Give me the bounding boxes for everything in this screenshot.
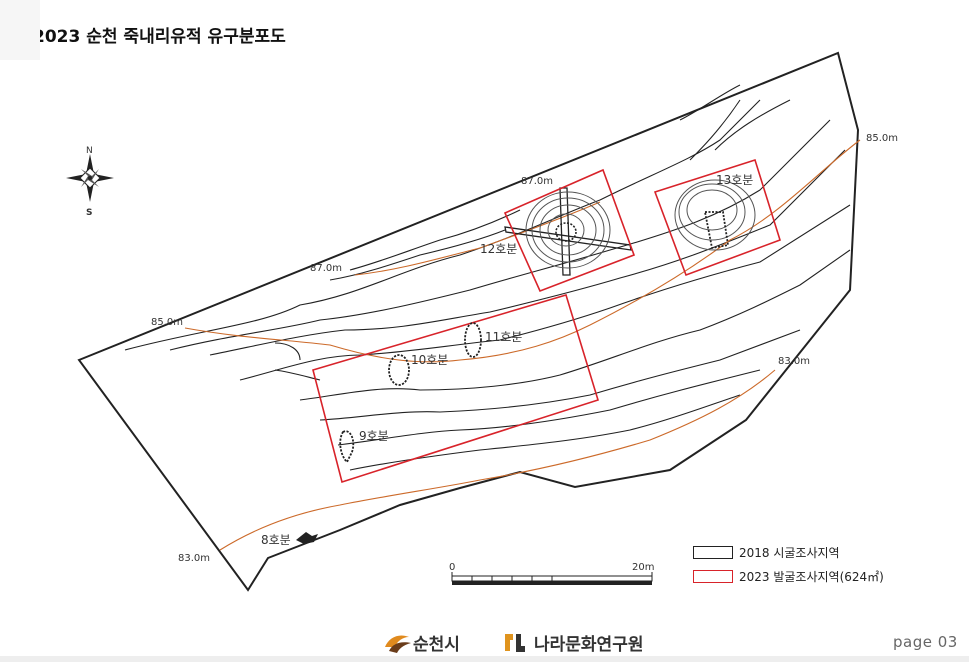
institute-logo-text: 나라문화연구원 [534, 635, 644, 655]
footer-bar [0, 656, 969, 662]
feature-label-13: 13호분 [716, 173, 753, 187]
tomb-8-icon [296, 532, 318, 544]
tombs [339, 322, 482, 464]
tomb-9 [339, 430, 355, 464]
contour-label-87-left: 87.0m [310, 263, 342, 274]
feature-label-8: 8호분 [261, 533, 291, 547]
compass-south-label: S [86, 208, 92, 218]
scale-start-label: 0 [449, 562, 455, 573]
mound-12 [525, 191, 611, 269]
site-map: N S [0, 0, 899, 592]
excavation-area-9-11 [312, 294, 599, 484]
compass-rose-icon [66, 154, 114, 202]
suncheon-emblem-icon [385, 634, 411, 653]
footer [0, 622, 969, 662]
feature-label-9: 9호분 [359, 429, 389, 443]
feature-label-12: 12호분 [480, 242, 517, 256]
map-legend: 2018 시굴조사지역 2023 발굴조사지역(624㎡) [693, 543, 884, 591]
contour-lines [124, 84, 851, 471]
legend-label-excavation: 2023 발굴조사지역(624㎡) [739, 569, 884, 584]
legend-swatch-black [693, 545, 733, 559]
feature-label-11: 11호분 [485, 330, 522, 344]
contour-label-85-right: 85.0m [866, 133, 898, 144]
scale-bar [451, 572, 653, 585]
suncheon-logo-text: 순천시 [413, 635, 460, 655]
legend-item-trial: 2018 시굴조사지역 [693, 543, 884, 561]
feature-label-10: 10호분 [411, 353, 448, 367]
institute-emblem-icon [505, 633, 525, 652]
scale-end-label: 20m [632, 562, 654, 573]
mound-13 [674, 179, 756, 251]
corner-decoration [0, 0, 40, 60]
contour-label-83-left: 83.0m [178, 553, 210, 564]
contour-label-83-right: 83.0m [778, 356, 810, 367]
tomb-11 [464, 322, 482, 358]
excavation-area-12 [503, 168, 636, 293]
excavation-areas [312, 158, 781, 484]
legend-label-trial: 2018 시굴조사지역 [739, 545, 840, 560]
legend-item-excavation: 2023 발굴조사지역(624㎡) [693, 567, 884, 585]
compass-north-label: N [86, 146, 93, 156]
site-boundary [77, 51, 860, 592]
contour-label-87-top: 87.0m [521, 176, 553, 187]
legend-swatch-red [693, 569, 733, 583]
page-number: page 03 [893, 633, 958, 651]
excavation-area-13 [653, 158, 781, 277]
tomb-10 [388, 354, 410, 386]
suncheon-logo: 순천시 [383, 630, 460, 655]
institute-logo: 나라문화연구원 [502, 630, 643, 655]
title-text: 2023 순천 죽내리유적 유구분포도 [33, 27, 286, 47]
contour-label-85-left: 85.0m [151, 317, 183, 328]
